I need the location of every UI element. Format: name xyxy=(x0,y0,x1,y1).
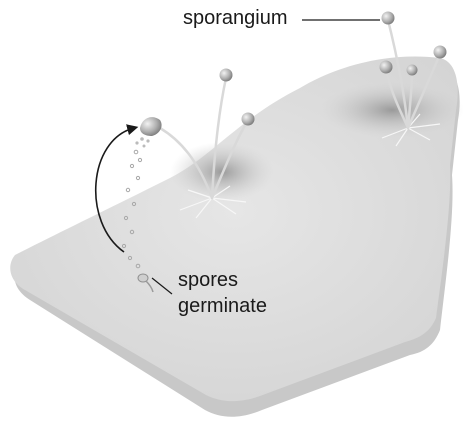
sporangium-ball xyxy=(220,69,233,82)
spores-label: spores xyxy=(178,268,238,292)
sporangium-ball xyxy=(242,113,255,126)
sporangium-ball xyxy=(382,12,395,25)
bursting-sporangium xyxy=(135,117,161,147)
sporangium-ball xyxy=(407,65,418,76)
germinate-label: germinate xyxy=(178,294,267,318)
sporangium-label: sporangium xyxy=(183,6,288,30)
sporangium-ball xyxy=(434,46,447,59)
sporangium-ball xyxy=(380,61,393,74)
